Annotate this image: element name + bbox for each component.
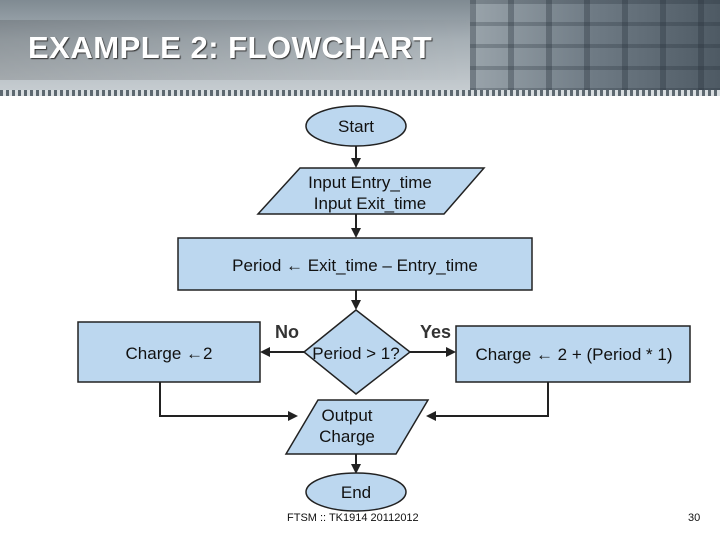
input-parallelogram bbox=[256, 167, 486, 215]
slide-number: 30 bbox=[688, 512, 701, 524]
header-divider bbox=[0, 90, 720, 96]
output-parallelogram bbox=[284, 399, 430, 455]
period-process-label: Period ← Exit_time – Entry_time bbox=[232, 256, 478, 275]
output-label-line1: Output bbox=[321, 406, 372, 425]
charge-formula-label: Charge ← 2 + (Period * 1) bbox=[475, 345, 672, 364]
end-ellipse bbox=[305, 472, 407, 512]
decision-diamond bbox=[302, 309, 412, 395]
end-label: End bbox=[341, 483, 371, 502]
output-label-line2: Charge bbox=[319, 427, 375, 446]
charge-formula-box bbox=[455, 325, 691, 383]
decision-node: Period > 1? bbox=[302, 309, 412, 395]
charge-formula-node: Charge ← 2 + (Period * 1) bbox=[455, 325, 691, 383]
header-classroom-photo bbox=[470, 0, 720, 96]
charge-fixed-node: Charge ←2 bbox=[77, 321, 261, 383]
connector-right-merge bbox=[426, 382, 549, 421]
slide-title: EXAMPLE 2: FLOWCHART bbox=[28, 30, 433, 65]
input-label-line1: Input Entry_time bbox=[308, 173, 432, 192]
no-branch-label: No bbox=[275, 322, 299, 342]
input-node: Input Entry_time Input Exit_time bbox=[256, 167, 486, 215]
decision-label: Period > 1? bbox=[312, 344, 399, 363]
output-node: Output Charge bbox=[284, 399, 430, 455]
start-ellipse bbox=[305, 105, 407, 147]
connector-left-merge bbox=[159, 382, 298, 421]
period-process-box bbox=[177, 237, 533, 291]
slide-header: EXAMPLE 2: FLOWCHART bbox=[0, 0, 720, 96]
charge-fixed-label: Charge ←2 bbox=[126, 344, 213, 363]
charge-fixed-box bbox=[77, 321, 261, 383]
period-process-node: Period ← Exit_time – Entry_time bbox=[177, 237, 533, 291]
start-label: Start bbox=[338, 117, 374, 136]
end-node: End bbox=[305, 472, 407, 512]
title-band bbox=[0, 20, 500, 80]
yes-branch-label: Yes bbox=[420, 322, 451, 342]
footer-course-code: FTSM :: TK1914 20112012 bbox=[287, 512, 419, 524]
input-label-line2: Input Exit_time bbox=[314, 194, 426, 213]
start-node: Start bbox=[305, 105, 407, 147]
connectors bbox=[159, 146, 549, 474]
